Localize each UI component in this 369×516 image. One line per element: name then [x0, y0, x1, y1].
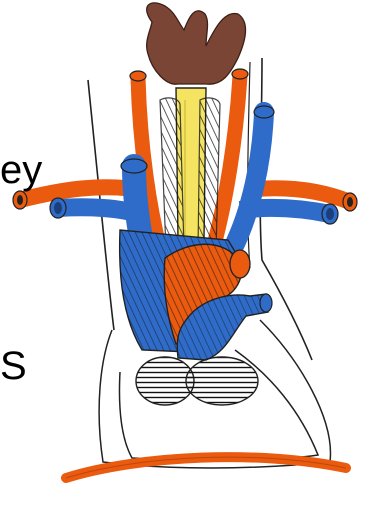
- left-artery-lumen: [17, 195, 23, 205]
- right-artery-lumen: [347, 197, 353, 207]
- esophagus-left: [160, 98, 184, 250]
- esophagus-right: [198, 98, 220, 250]
- right-node: [230, 250, 250, 278]
- thyroid-gland: [147, 3, 246, 84]
- left-brachiocephalic-vein: [58, 207, 138, 214]
- cutoff-text-fragment-2: S: [0, 346, 27, 386]
- cutoff-text-fragment-1: ey: [0, 150, 42, 190]
- right-brachiocephalic-vein: [240, 208, 330, 214]
